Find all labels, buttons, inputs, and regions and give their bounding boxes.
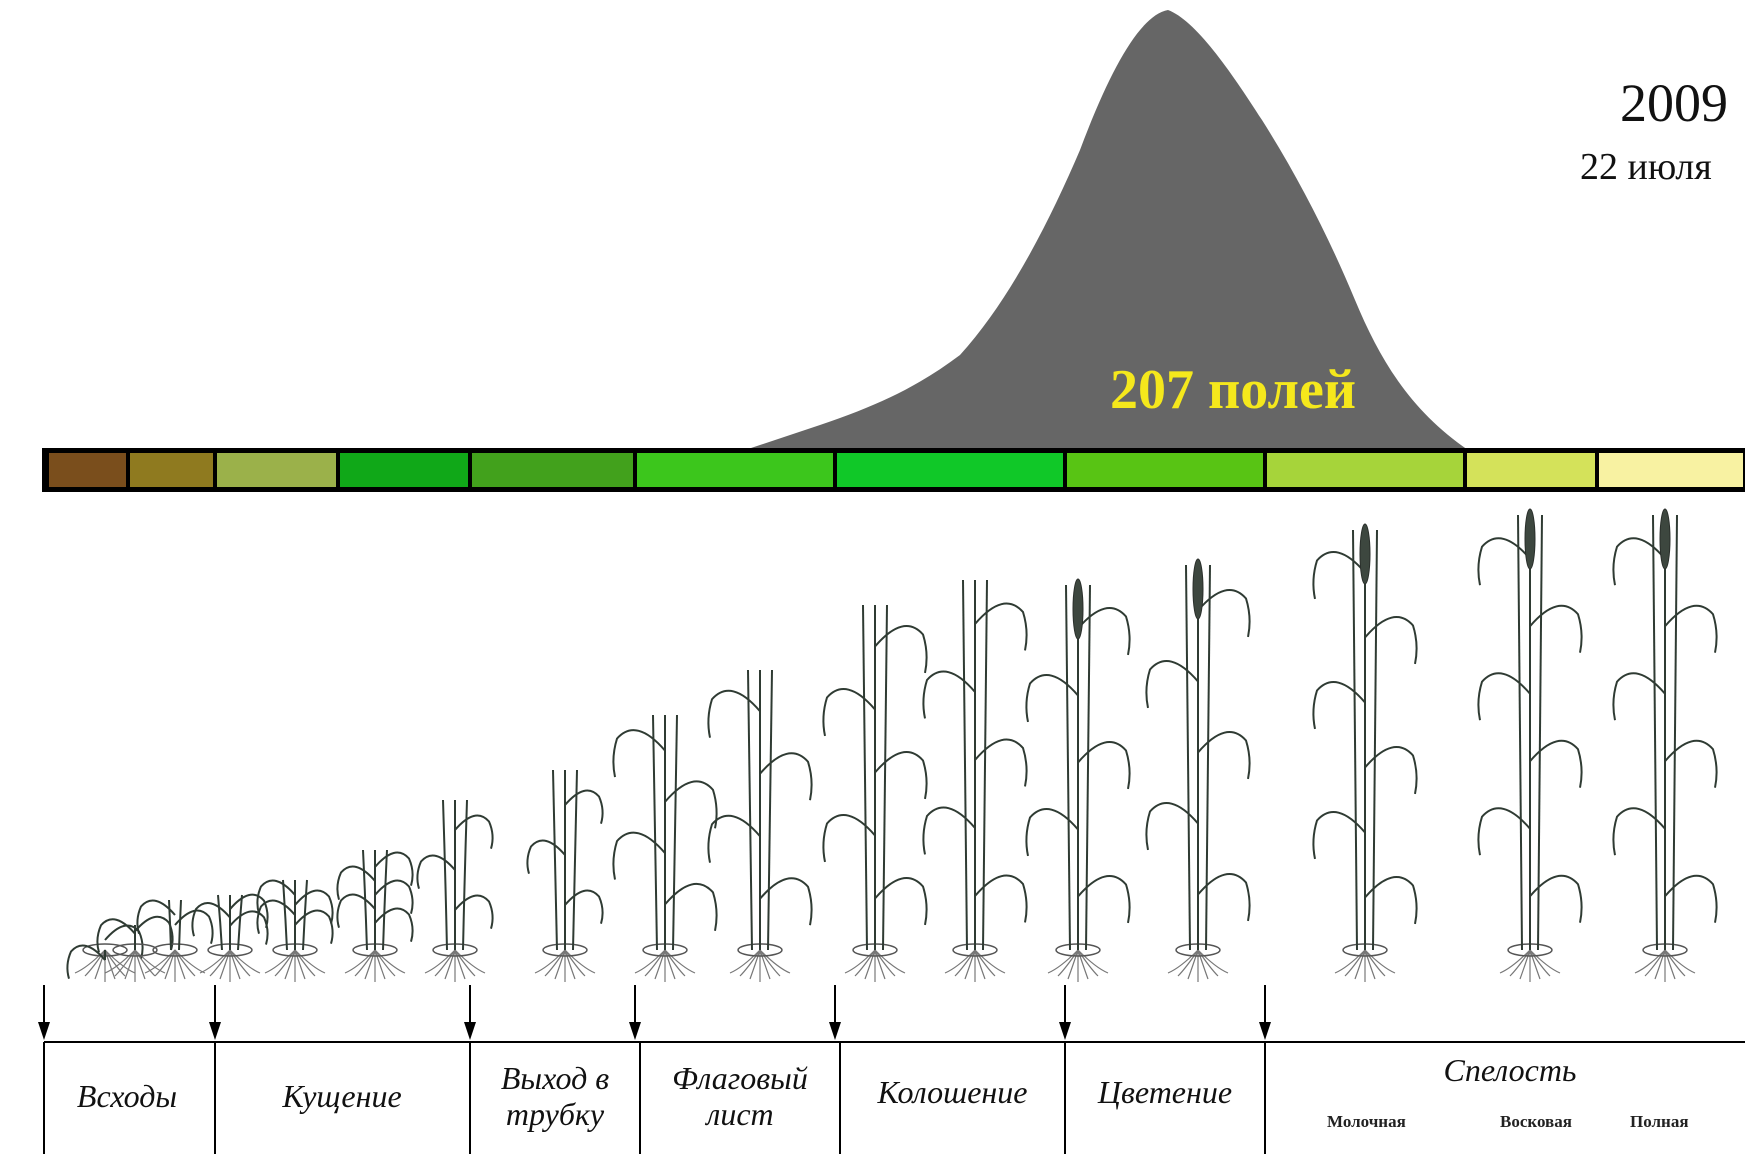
color-scale-cell xyxy=(1067,453,1263,487)
stage-label-tillering: Кущение xyxy=(282,1078,402,1114)
stage-label-flowering: Цветение xyxy=(1097,1074,1233,1110)
stage-arrow xyxy=(38,985,50,1040)
stage-label-heading: Колошение xyxy=(877,1074,1028,1110)
stage-arrow xyxy=(1059,985,1071,1040)
stage-timeline xyxy=(43,1041,1745,1154)
wheat-plant xyxy=(136,899,214,982)
color-scale-cell xyxy=(49,453,126,487)
color-scale-cell xyxy=(1467,453,1595,487)
wheat-plant xyxy=(922,579,1028,982)
field-distribution-area xyxy=(745,10,1468,450)
wheat-plant xyxy=(1612,508,1718,982)
wheat-plant xyxy=(96,915,174,982)
wheat-plant xyxy=(1025,578,1131,982)
wheat-plant xyxy=(416,799,494,982)
wheat-plant xyxy=(1477,508,1583,982)
stage-arrow xyxy=(829,985,841,1040)
stage-arrow xyxy=(1259,985,1271,1040)
date-label: 22 июля xyxy=(1580,146,1712,188)
substage-label-full: Полная xyxy=(1630,1112,1689,1131)
wheat-plant xyxy=(256,879,334,982)
wheat-plant xyxy=(707,669,813,982)
wheat-plant xyxy=(612,714,718,982)
stage-arrow xyxy=(464,985,476,1040)
wheat-plant xyxy=(336,849,414,982)
color-scale-cell xyxy=(217,453,336,487)
color-scale-bar xyxy=(49,453,1743,487)
wheat-plant xyxy=(822,604,928,982)
year-label: 2009 xyxy=(1620,73,1728,133)
substage-label-milk: Молочная xyxy=(1327,1112,1406,1131)
color-scale-cell xyxy=(1599,453,1743,487)
color-scale-cell xyxy=(130,453,213,487)
color-scale-cell xyxy=(637,453,833,487)
stage-arrow xyxy=(629,985,641,1040)
wheat-plant xyxy=(1145,558,1251,982)
wheat-plant-illustrations xyxy=(66,508,1718,982)
wheat-plant xyxy=(191,893,269,982)
stage-arrow xyxy=(209,985,221,1040)
color-scale-cell xyxy=(340,453,468,487)
field-count-label: 207 полей xyxy=(1110,359,1357,421)
wheat-plant xyxy=(1312,523,1418,982)
stage-label-flag-leaf: Флаговый лист xyxy=(672,1060,808,1132)
color-scale-cell xyxy=(472,453,633,487)
substage-label-wax: Восковая xyxy=(1500,1112,1572,1131)
color-scale-cell xyxy=(837,453,1063,487)
stage-label-emergence: Всходы xyxy=(76,1078,178,1114)
wheat-plant xyxy=(526,769,604,982)
color-scale-cell xyxy=(1267,453,1463,487)
stage-label-stem-extension: Выход в трубку xyxy=(500,1060,610,1132)
stage-boundary-arrows xyxy=(38,985,1271,1040)
stage-label-ripeness: Спелость xyxy=(1443,1052,1577,1088)
